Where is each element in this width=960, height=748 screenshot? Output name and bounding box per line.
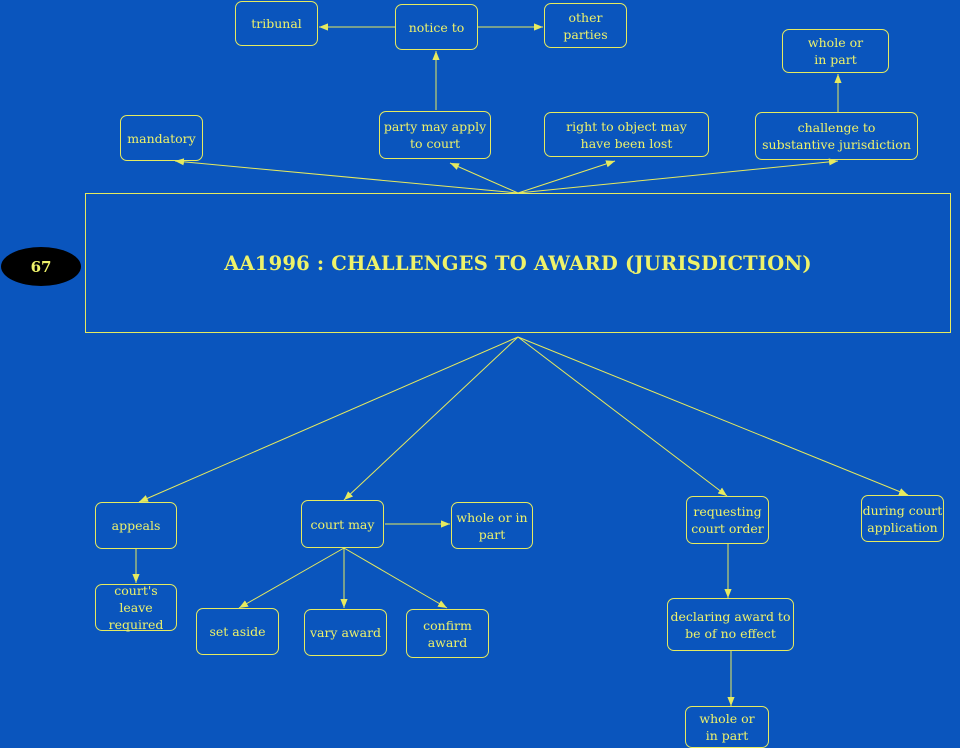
arrow-to-court-may <box>343 336 519 501</box>
node-whole-or-in-part-top: whole or in part <box>782 29 889 73</box>
node-notice-to: notice to <box>395 4 478 50</box>
node-right-to-object: right to object may have been lost <box>544 112 709 157</box>
arrow-to-requesting-court-order <box>517 336 728 497</box>
arrow-to-set-aside <box>238 547 345 609</box>
node-during-court-application: during court application <box>861 495 944 542</box>
node-mandatory: mandatory <box>120 115 203 161</box>
arrow-to-appeals <box>138 336 519 503</box>
node-requesting-court-order: requesting court order <box>686 496 769 544</box>
arrow-to-right-to-object <box>517 160 616 194</box>
node-confirm-award: confirm award <box>406 609 489 658</box>
node-whole-or-in-part-bottom: whole or in part <box>685 706 769 748</box>
node-declaring-award: declaring award to be of no effect <box>667 598 794 651</box>
connector-top <box>174 23 842 194</box>
connector-bottom <box>132 336 909 706</box>
node-court-may: court may <box>301 500 384 548</box>
node-appeals: appeals <box>95 502 177 549</box>
page-number: 67 <box>30 257 52 276</box>
node-other-parties: other parties <box>544 3 627 48</box>
arrow-to-challenge-substantive <box>517 158 839 194</box>
node-set-aside: set aside <box>196 608 279 655</box>
arrow-to-during-court-application <box>517 336 909 496</box>
node-whole-or-in-part-mid: whole or in part <box>451 502 533 549</box>
page-title: AA1996 : CHALLENGES TO AWARD (JURISDICTI… <box>224 251 812 275</box>
node-challenge-substantive: challenge to substantive jurisdiction <box>755 112 918 160</box>
arrow-to-confirm-award <box>343 547 448 609</box>
arrow-to-mandatory <box>174 158 519 194</box>
main-title-box: AA1996 : CHALLENGES TO AWARD (JURISDICTI… <box>85 193 951 333</box>
page-number-badge: 67 <box>1 247 81 286</box>
node-party-may-apply: party may apply to court <box>379 111 491 159</box>
arrow-to-party-may-apply <box>449 162 519 194</box>
node-vary-award: vary award <box>304 609 387 656</box>
node-courts-leave: court's leave required <box>95 583 177 632</box>
node-tribunal: tribunal <box>235 1 318 46</box>
